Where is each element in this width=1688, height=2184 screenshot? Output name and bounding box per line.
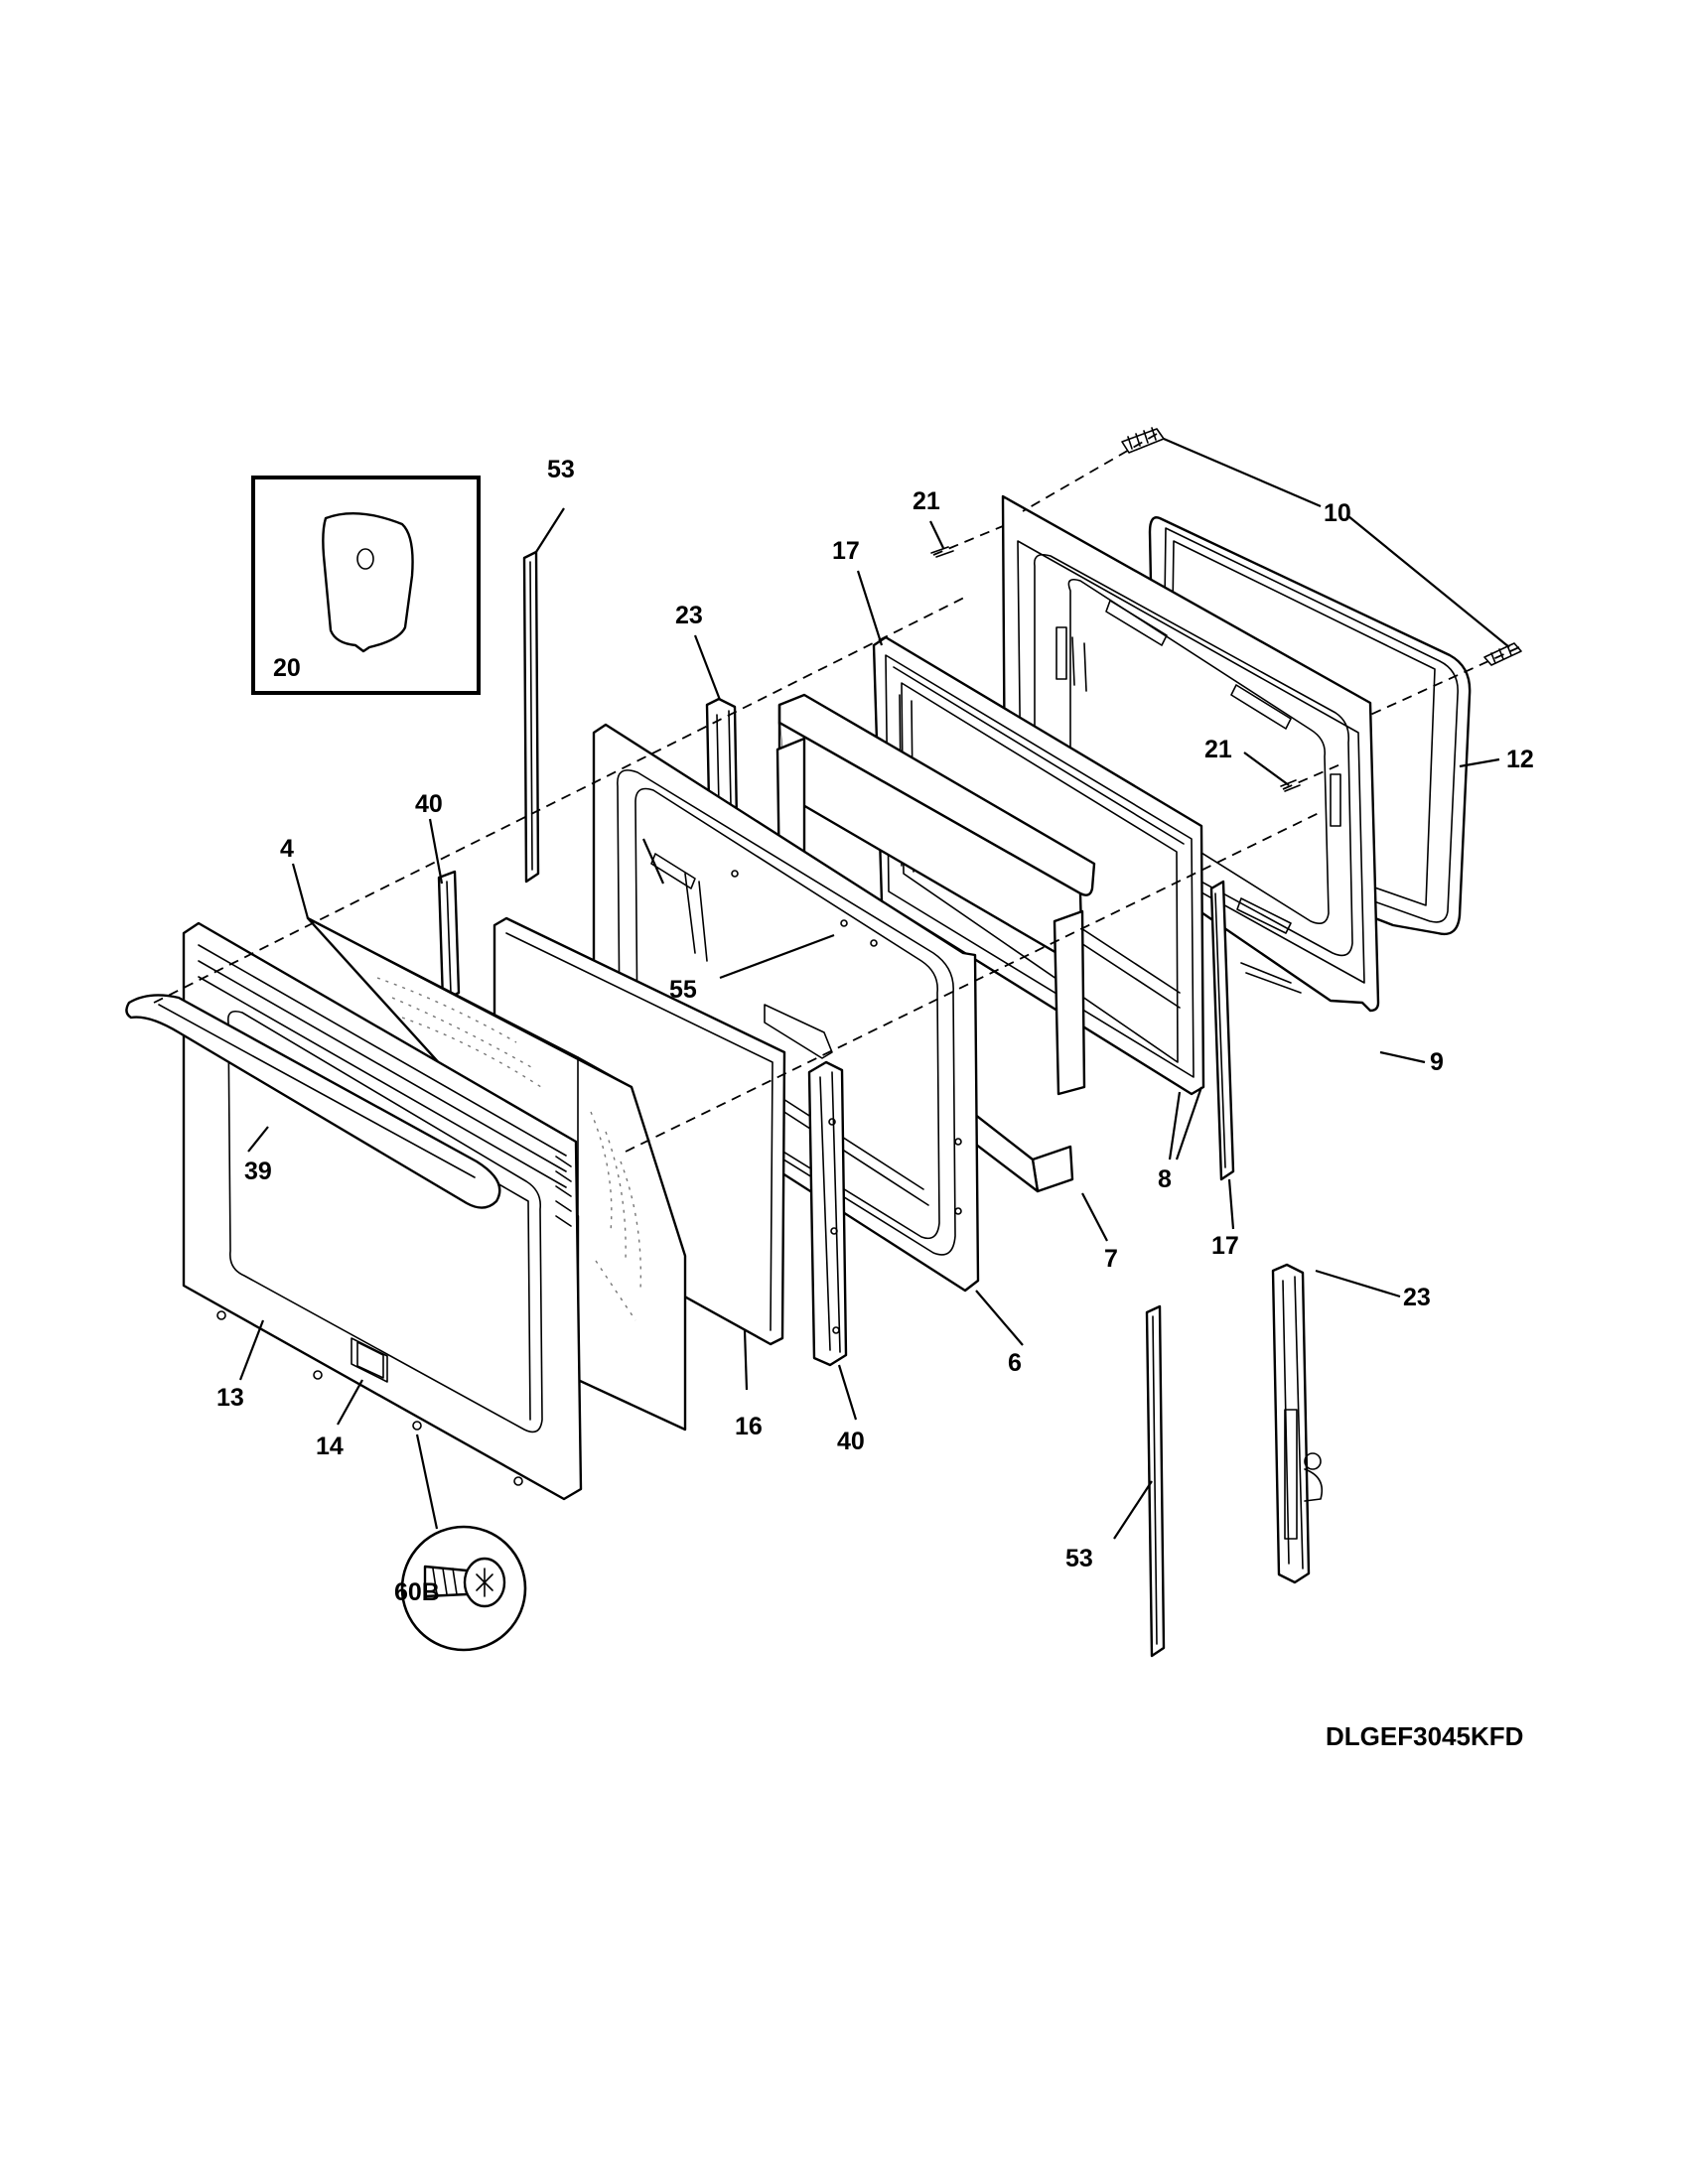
callout-17-top: 17 [832, 537, 860, 565]
alignment-lines [153, 433, 1520, 1153]
callout-21-mid: 21 [1204, 736, 1232, 763]
callout-8: 8 [1158, 1165, 1172, 1193]
callout-39: 39 [244, 1158, 272, 1185]
callout-6: 6 [1008, 1349, 1022, 1377]
inset-part-20 [251, 476, 481, 695]
leader-lines [238, 437, 1510, 1540]
callout-10: 10 [1324, 499, 1351, 527]
callout-40-top: 40 [415, 790, 443, 818]
callout-circle-60b [400, 1525, 527, 1652]
callout-23-top: 23 [675, 602, 703, 629]
callout-20: 20 [273, 654, 301, 682]
callout-53-bottom: 53 [1065, 1545, 1093, 1572]
callout-21-top: 21 [913, 487, 940, 515]
callout-17-bottom: 17 [1211, 1232, 1239, 1260]
callout-53-top: 53 [547, 456, 575, 483]
part-17-right-strip [1209, 880, 1235, 1181]
callout-4: 4 [280, 835, 294, 863]
part-53-top-strip [522, 550, 540, 884]
callout-60b: 60B [394, 1578, 440, 1606]
callout-23-bottom: 23 [1403, 1284, 1431, 1311]
callout-16: 16 [735, 1413, 763, 1440]
callout-14: 14 [316, 1433, 344, 1460]
callout-7: 7 [1104, 1245, 1118, 1273]
screws [216, 427, 1522, 1486]
part-40-bottom-strip [807, 1060, 848, 1367]
callout-9: 9 [1430, 1048, 1444, 1076]
part-40-top-strip [437, 870, 461, 1003]
part-39-handle [125, 994, 501, 1209]
callout-13: 13 [216, 1384, 244, 1412]
model-number: DLGEF3045KFD [1326, 1721, 1523, 1751]
part-53-bottom-strip [1145, 1304, 1166, 1658]
callout-labels: 53 20 21 10 17 23 21 12 40 4 55 9 39 8 1… [216, 456, 1534, 1751]
callout-40-bottom: 40 [837, 1428, 865, 1455]
part-23-bottom-hinge [1271, 1263, 1324, 1584]
callout-55: 55 [669, 976, 697, 1004]
callout-12: 12 [1506, 746, 1534, 773]
